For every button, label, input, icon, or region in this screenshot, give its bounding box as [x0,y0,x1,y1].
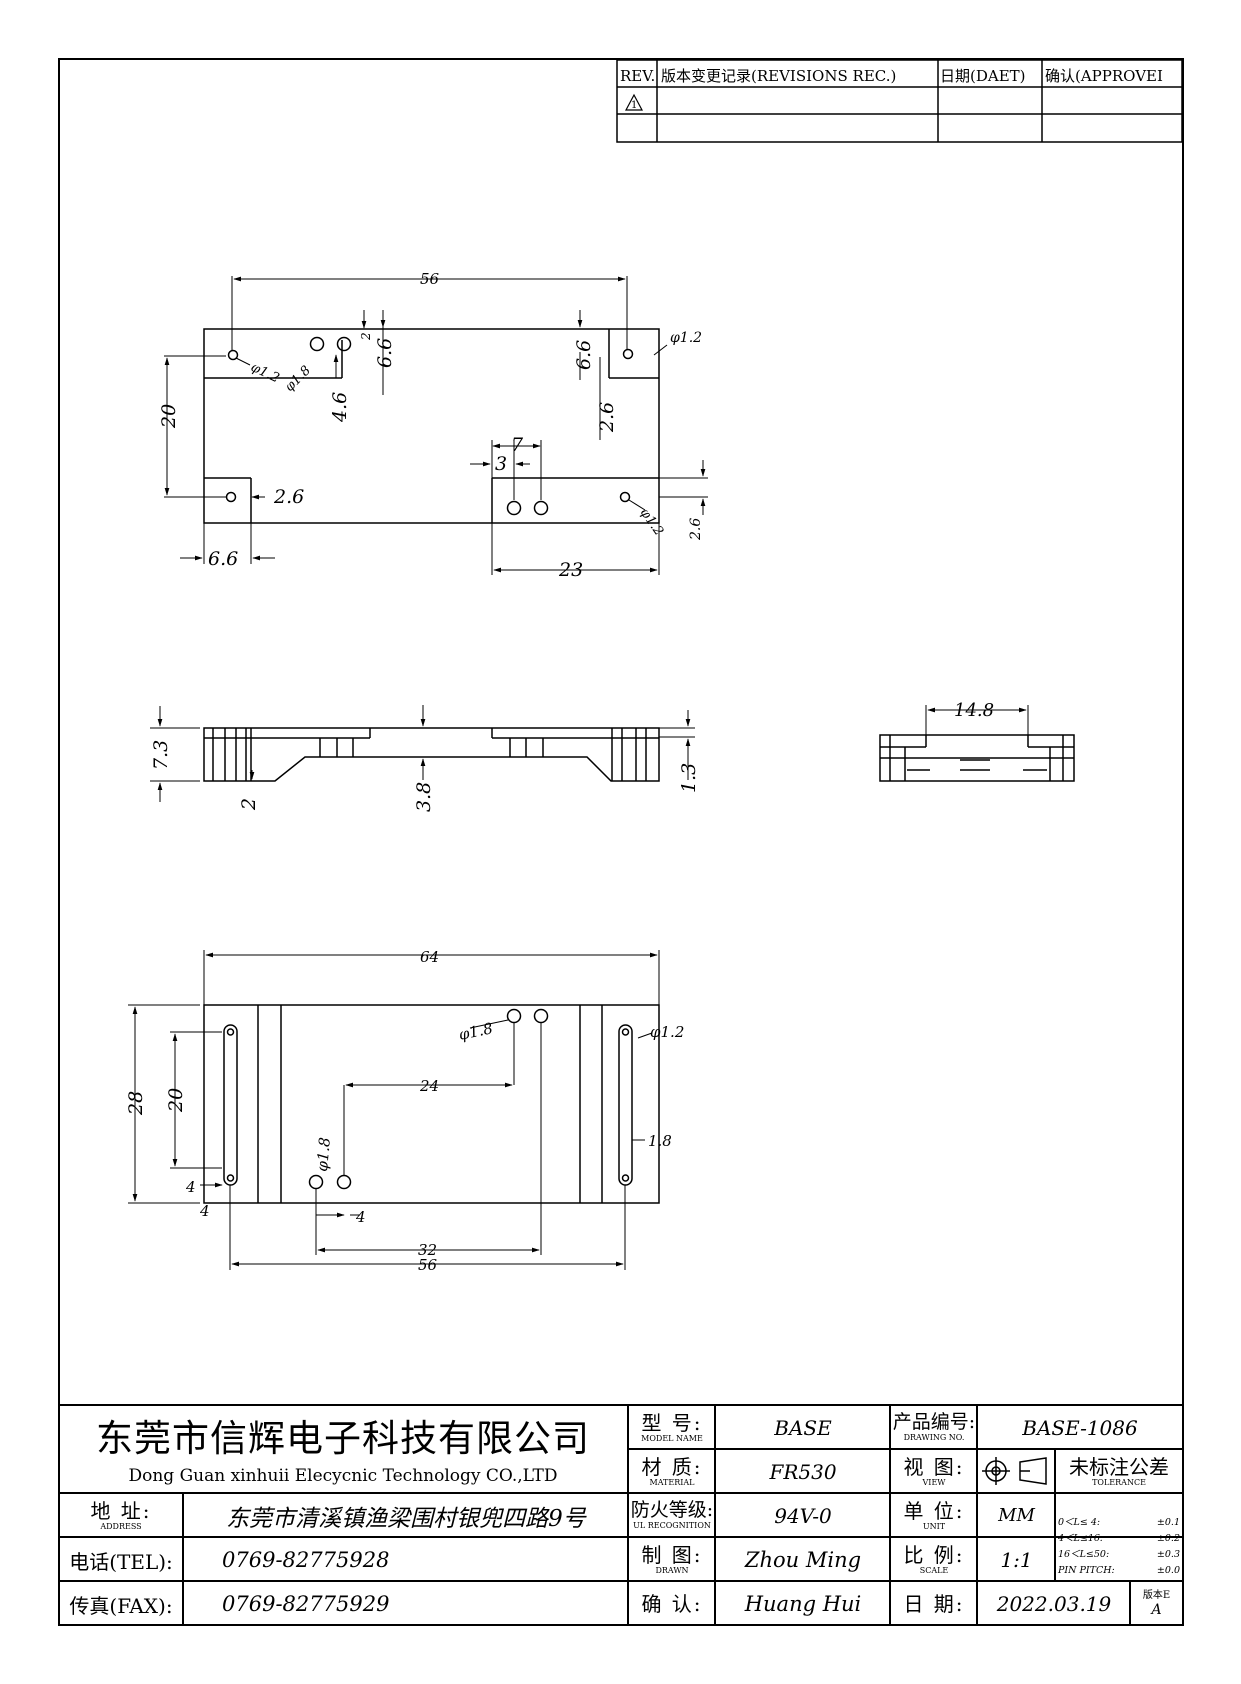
material-value: FR530 [769,1459,837,1484]
drawing-border [58,58,1184,1626]
tolerance-row: 16＜L≤50:±0.3 [1058,1549,1180,1560]
address-label: 地 址: ADDRESS [90,1499,152,1531]
svg-text:1.8: 1.8 [648,1132,672,1150]
svg-text:1.3: 1.3 [678,763,700,793]
svg-text:φ1.8: φ1.8 [313,1137,334,1173]
svg-text:φ1.8: φ1.8 [457,1019,494,1044]
top-view [203,328,660,524]
material-label: 材 质:MATERIAL [641,1454,703,1487]
model-label: 型 号:MODEL NAME [641,1410,703,1443]
view-label: 视 图:VIEW [903,1454,965,1487]
tolerance-row: PIN PITCH:±0.0 [1058,1565,1180,1576]
drawing-no-label: 产品编号:DRAWING NO. [892,1411,976,1442]
svg-text:32: 32 [418,1241,437,1259]
svg-text:4: 4 [185,1178,196,1196]
svg-text:2.6: 2.6 [273,486,304,508]
svg-text:φ1.2: φ1.2 [248,360,281,386]
drawn-label: 制 图:DRAWN [641,1542,703,1575]
svg-text:24: 24 [419,1077,439,1095]
svg-text:56: 56 [420,270,440,288]
model-value: BASE [774,1415,832,1440]
svg-text:6.6: 6.6 [573,340,595,370]
ul-value: 94V-0 [774,1503,832,1528]
svg-text:φ1.2: φ1.2 [637,506,666,539]
svg-text:φ1.2: φ1.2 [650,1023,684,1041]
svg-text:2: 2 [359,332,373,341]
approved-value: Huang Hui [744,1591,862,1616]
rev-header: REV. [620,67,655,85]
svg-text:2.6: 2.6 [596,402,618,433]
fax-value: 0769-82775929 [222,1592,390,1616]
date-label: 日 期: [903,1591,965,1616]
revision-table [616,59,1183,143]
side-view-width-label: 14.8 [954,700,994,721]
svg-text:28: 28 [125,1091,147,1116]
svg-text:2.6: 2.6 [688,518,704,541]
tolerance-row: 0＜L≤ 4:±0.1 [1058,1517,1180,1528]
unit-label: 单 位:UNIT [903,1498,965,1531]
svg-text:4: 4 [199,1202,210,1220]
scale-value: 1:1 [1000,1547,1033,1572]
fax-label: 传真(FAX): [69,1593,173,1618]
svg-text:1: 1 [631,100,637,111]
approved-label: 确 认: [641,1591,703,1616]
company-name-cn: 东莞市信辉电子科技有限公司 [96,1417,590,1460]
svg-text:3.8: 3.8 [413,782,435,812]
drawn-value: Zhou Ming [744,1547,862,1572]
tolerance-row: 4＜L≤16:±0.2 [1058,1533,1180,1544]
top-view-labels: 56 20 6.6 6.6 4.6 2 2.6 2.6 6.6 7 3 23 2… [158,270,704,581]
svg-text:20: 20 [165,1088,187,1113]
unit-value: MM [998,1505,1035,1526]
bottom-view-dimensions [128,950,660,1270]
svg-text:2: 2 [238,798,260,811]
svg-text:φ1.8: φ1.8 [282,363,314,395]
tel-value: 0769-82775928 [222,1548,390,1572]
revision-triangle-icon: 1 [625,93,643,111]
svg-text:20: 20 [158,404,180,429]
top-view-dimensions [164,276,708,575]
bottom-view [203,1004,660,1204]
svg-text:3: 3 [495,453,507,475]
company-name-en: Dong Guan xinhuii Elecycnic Technology C… [128,1466,558,1486]
svg-text:φ1.2: φ1.2 [670,330,702,346]
svg-text:7: 7 [511,434,524,456]
svg-text:6.6: 6.6 [208,548,238,570]
svg-text:64: 64 [420,948,439,966]
svg-text:7.3: 7.3 [150,740,172,770]
svg-text:23: 23 [558,559,583,581]
scale-label: 比 例:SCALE [903,1542,965,1575]
ul-label: 防火等级:UL RECOGNITION [630,1499,714,1530]
front-view-dimensions [150,705,695,802]
date-value: 2022.03.19 [996,1591,1112,1616]
side-view-dimensions [925,705,1029,735]
date-header: 日期(DAET) [940,67,1026,85]
approve-header: 确认(APPROVEI [1045,67,1163,85]
title-block-grid [59,1404,1183,1625]
svg-text:4: 4 [355,1208,366,1226]
projection-symbol-icon [982,1457,1047,1485]
bottom-view-labels: 64 28 20 24 4 4 4 32 56 1.8 φ1.8 φ1.8 φ1… [125,948,684,1274]
revisions-header: 版本变更记录(REVISIONS REC.) [661,67,896,85]
front-view-labels: 7.3 2 3.8 1.3 [150,740,700,812]
svg-text:56: 56 [418,1256,438,1274]
drawing-no-value: BASE-1086 [1022,1415,1138,1440]
svg-text:4.6: 4.6 [329,392,351,423]
tel-label: 电话(TEL): [69,1549,173,1574]
version-cell: 版本E A [1142,1589,1171,1618]
side-view [879,734,1075,782]
tolerance-table: 0＜L≤ 4:±0.1 4＜L≤16:±0.2 16＜L≤50:±0.3 PIN… [1058,1515,1180,1579]
svg-text:6.6: 6.6 [374,338,396,368]
address-value: 东莞市清溪镇渔梁围村银兜四路9号 [226,1506,586,1532]
front-view [203,727,660,782]
